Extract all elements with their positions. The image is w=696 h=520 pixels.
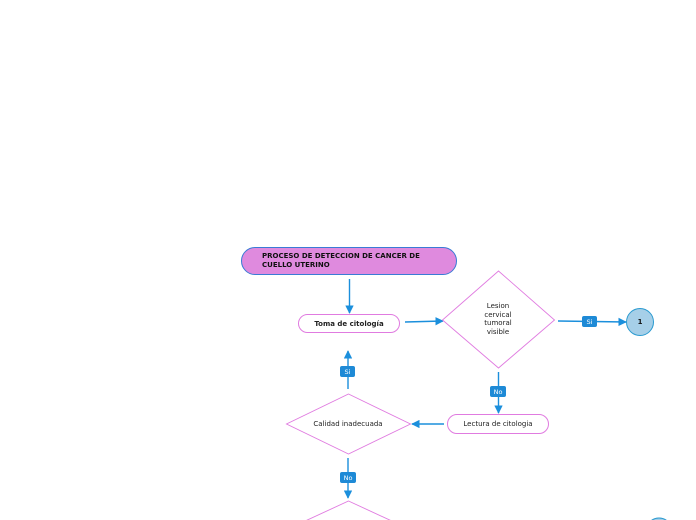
edge-label-calidad-no: No [340, 472, 356, 483]
edge-label-lesion-si: Si [582, 316, 597, 327]
edge-toma-to-lesion [404, 317, 444, 326]
diamond-next-partial[interactable] [303, 500, 394, 520]
lesion-line-1: Lesion [486, 302, 510, 310]
node-toma-citologia[interactable]: Toma de citología [298, 314, 400, 333]
calidad-label-text: Calidad inadecuada [313, 420, 383, 428]
diamond-calidad[interactable] [285, 393, 412, 455]
node-lectura-citologia[interactable]: Lectura de citologia [447, 414, 549, 434]
terminal-node-1[interactable]: 1 [626, 308, 654, 336]
edge-label-lesion-no-text: No [493, 387, 503, 396]
node-lectura-citologia-label: Lectura de citologia [463, 420, 533, 428]
node-toma-citologia-label: Toma de citología [314, 319, 384, 328]
title-node-label: PROCESO DE DETECCION DE CANCER DE CUELLO… [262, 252, 420, 269]
edge-label-calidad-no-text: No [343, 473, 353, 482]
terminal-node-1-label: 1 [637, 318, 643, 326]
lesion-line-3: tumoral [484, 319, 512, 328]
edge-label-lesion-si-text: Si [586, 317, 593, 326]
title-node[interactable]: PROCESO DE DETECCION DE CANCER DE CUELLO… [241, 247, 457, 275]
edge-label-calidad-si-text: Si [344, 367, 351, 376]
lesion-line-2: cervical [484, 310, 512, 319]
diamond-lesion-label: Lesion cervical tumoral visible [472, 302, 524, 336]
edge-label-lesion-no: No [490, 386, 506, 397]
edge-label-calidad-si: Si [340, 366, 355, 377]
diamond-calidad-label: Calidad inadecuada [303, 420, 393, 429]
lesion-line-4: visible [486, 327, 510, 336]
diamond-lesion[interactable] [441, 270, 556, 369]
